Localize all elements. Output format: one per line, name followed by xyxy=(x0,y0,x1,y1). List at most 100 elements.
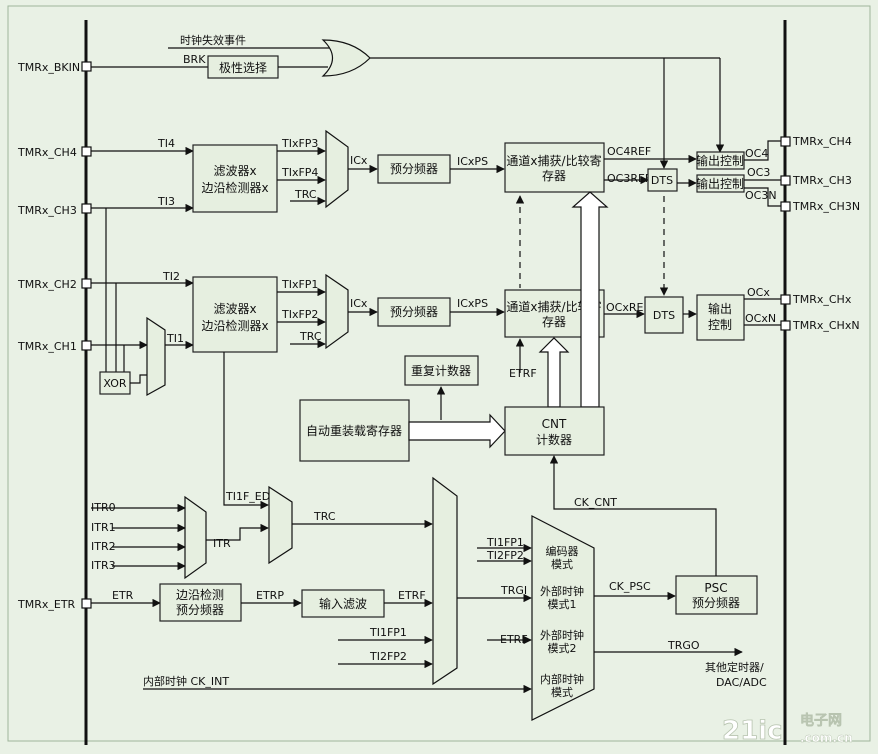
ck-cnt-label: CK_CNT xyxy=(574,496,617,509)
icx-bottom-label: ICx xyxy=(350,297,368,310)
pin-label-bkin: TMRx_BKIN xyxy=(17,61,80,74)
oc4-line xyxy=(744,140,781,161)
oc3n-label: OC3N xyxy=(745,189,777,202)
psc-line1: PSC xyxy=(704,581,727,595)
itr0-label: ITR0 xyxy=(91,501,116,514)
psc-line2: 预分频器 xyxy=(692,596,740,610)
trigger-mux xyxy=(432,476,458,686)
itr2-label: ITR2 xyxy=(91,540,116,553)
icxps-top-label: ICxPS xyxy=(457,155,488,168)
ocxref-label: OCxREF xyxy=(606,301,650,314)
slave-mode-block xyxy=(531,515,595,721)
oc4-label: OC4 xyxy=(745,147,768,160)
mode-int-line2: 模式 xyxy=(551,686,573,699)
mode-encoder-line1: 编码器 xyxy=(546,544,579,558)
icxps-bottom-label: ICxPS xyxy=(457,297,488,310)
ti3-label: TI3 xyxy=(157,195,175,208)
pin-ch3n-out xyxy=(780,201,791,212)
clock-fail-label: 时钟失效事件 xyxy=(180,33,246,47)
repeat-counter-label: 重复计数器 xyxy=(411,363,471,378)
trc-bottom-label: TRC xyxy=(299,330,322,343)
dts-top xyxy=(647,168,678,192)
outctrl-oc3 xyxy=(696,174,745,193)
svg-text:21ic: 21ic xyxy=(722,716,783,746)
ti2-label: TI2 xyxy=(162,270,180,283)
mode-etrf-label: ETRF xyxy=(500,633,528,646)
oc3ref-label: OC3REF xyxy=(607,172,651,185)
trc-mux xyxy=(268,485,293,565)
icx-top-label: ICx xyxy=(350,154,368,167)
other-timers-line2: DAC/ADC xyxy=(716,676,767,689)
etrp-label: ETRP xyxy=(256,589,284,602)
ti1-mux xyxy=(146,316,166,397)
oc4ref-label: OC4REF xyxy=(607,145,651,158)
pin-bkin xyxy=(81,61,92,72)
pin-label-chx-out: TMRx_CHx xyxy=(792,293,852,306)
repeat-counter-block xyxy=(404,355,479,386)
trc-out-label: TRC xyxy=(313,510,336,523)
etrf-channel-label: ETRF xyxy=(509,367,537,380)
outctrl-bottom-line1: 输出 xyxy=(708,301,732,316)
mode-ti1fp1-label: TI1FP1 xyxy=(486,536,524,549)
channel-bottom-line1: 通道x捕获/比较寄 xyxy=(506,299,601,314)
etrf-label: ETRF xyxy=(398,589,426,602)
other-timers-line1: 其他定时器/ xyxy=(705,660,764,674)
watermark-logo: 21ic 电子网 .com.cn xyxy=(722,712,853,747)
itr1-label: ITR1 xyxy=(91,521,116,534)
pin-ch4 xyxy=(81,146,92,157)
ti1fp1-label: TI1FP1 xyxy=(369,626,407,639)
tixfp3-label: TIxFP3 xyxy=(281,137,318,150)
xor-out-line xyxy=(130,374,147,384)
pin-label-chxn-out: TMRx_CHxN xyxy=(792,319,860,332)
mode-encoder-line2: 模式 xyxy=(551,558,573,571)
mode-ext2-line1: 外部时钟 xyxy=(540,628,584,642)
diagram-frame xyxy=(7,5,871,742)
outctrl-bottom xyxy=(696,294,745,341)
brk-label: BRK xyxy=(183,53,206,66)
pin-ch4-out xyxy=(780,136,791,147)
trc-top-label: TRC xyxy=(294,188,317,201)
pin-label-ch3-in: TMRx_CH3 xyxy=(17,204,77,217)
cnt-label-line1: CNT xyxy=(542,417,567,431)
filter-block-top xyxy=(192,144,278,213)
pin-label-ch4-in: TMRx_CH4 xyxy=(17,146,77,159)
channel-bottom-line2: 存器 xyxy=(542,315,566,329)
xor-label: XOR xyxy=(103,377,126,390)
pin-chx-out xyxy=(780,294,791,305)
pin-chxn-out xyxy=(780,320,791,331)
itr-out-line xyxy=(206,523,269,541)
input-filter-block xyxy=(301,589,385,618)
ocxn-label: OCxN xyxy=(745,312,776,325)
tixfp4-label: TIxFP4 xyxy=(281,166,318,179)
trgo-label: TRGO xyxy=(667,639,700,652)
dts-top-label: DTS xyxy=(651,174,673,187)
ti1-label: TI1 xyxy=(166,332,184,345)
pin-label-ch1-in: TMRx_CH1 xyxy=(17,340,77,353)
pin-label-ch3n-out: TMRx_CH3N xyxy=(792,200,860,213)
prescaler-bottom xyxy=(377,297,451,327)
filter-top-line2: 边沿检测器x xyxy=(201,180,268,195)
mode-ext2-line2: 模式2 xyxy=(548,642,577,655)
etr-label: ETR xyxy=(112,589,134,602)
pin-label-ch3-out: TMRx_CH3 xyxy=(792,174,852,187)
pin-ch3 xyxy=(81,203,92,214)
ti1f-ed-label: TI1F_ED xyxy=(225,490,270,503)
pin-ch2 xyxy=(81,278,92,289)
channel-top-line2: 存器 xyxy=(542,169,566,183)
autoreload-to-cnt-arrow xyxy=(408,413,506,449)
pin-etr xyxy=(81,598,92,609)
edge-detect-block xyxy=(159,583,242,622)
cnt-label-line2: 计数器 xyxy=(536,432,572,447)
filter-bottom-line2: 边沿检测器x xyxy=(201,318,268,333)
edge-detect-line1: 边沿检测 xyxy=(176,587,224,602)
ck-cnt-line xyxy=(549,455,717,576)
input-filter-label: 输入滤波 xyxy=(319,596,367,611)
dts-bottom-label: DTS xyxy=(653,309,675,322)
pin-ch3-out xyxy=(780,175,791,186)
ocx-label: OCx xyxy=(747,286,770,299)
outctrl-oc4-label: 输出控制 xyxy=(696,153,744,168)
channel-top-line1: 通道x捕获/比较寄 xyxy=(506,153,601,168)
or-gate xyxy=(321,39,371,77)
